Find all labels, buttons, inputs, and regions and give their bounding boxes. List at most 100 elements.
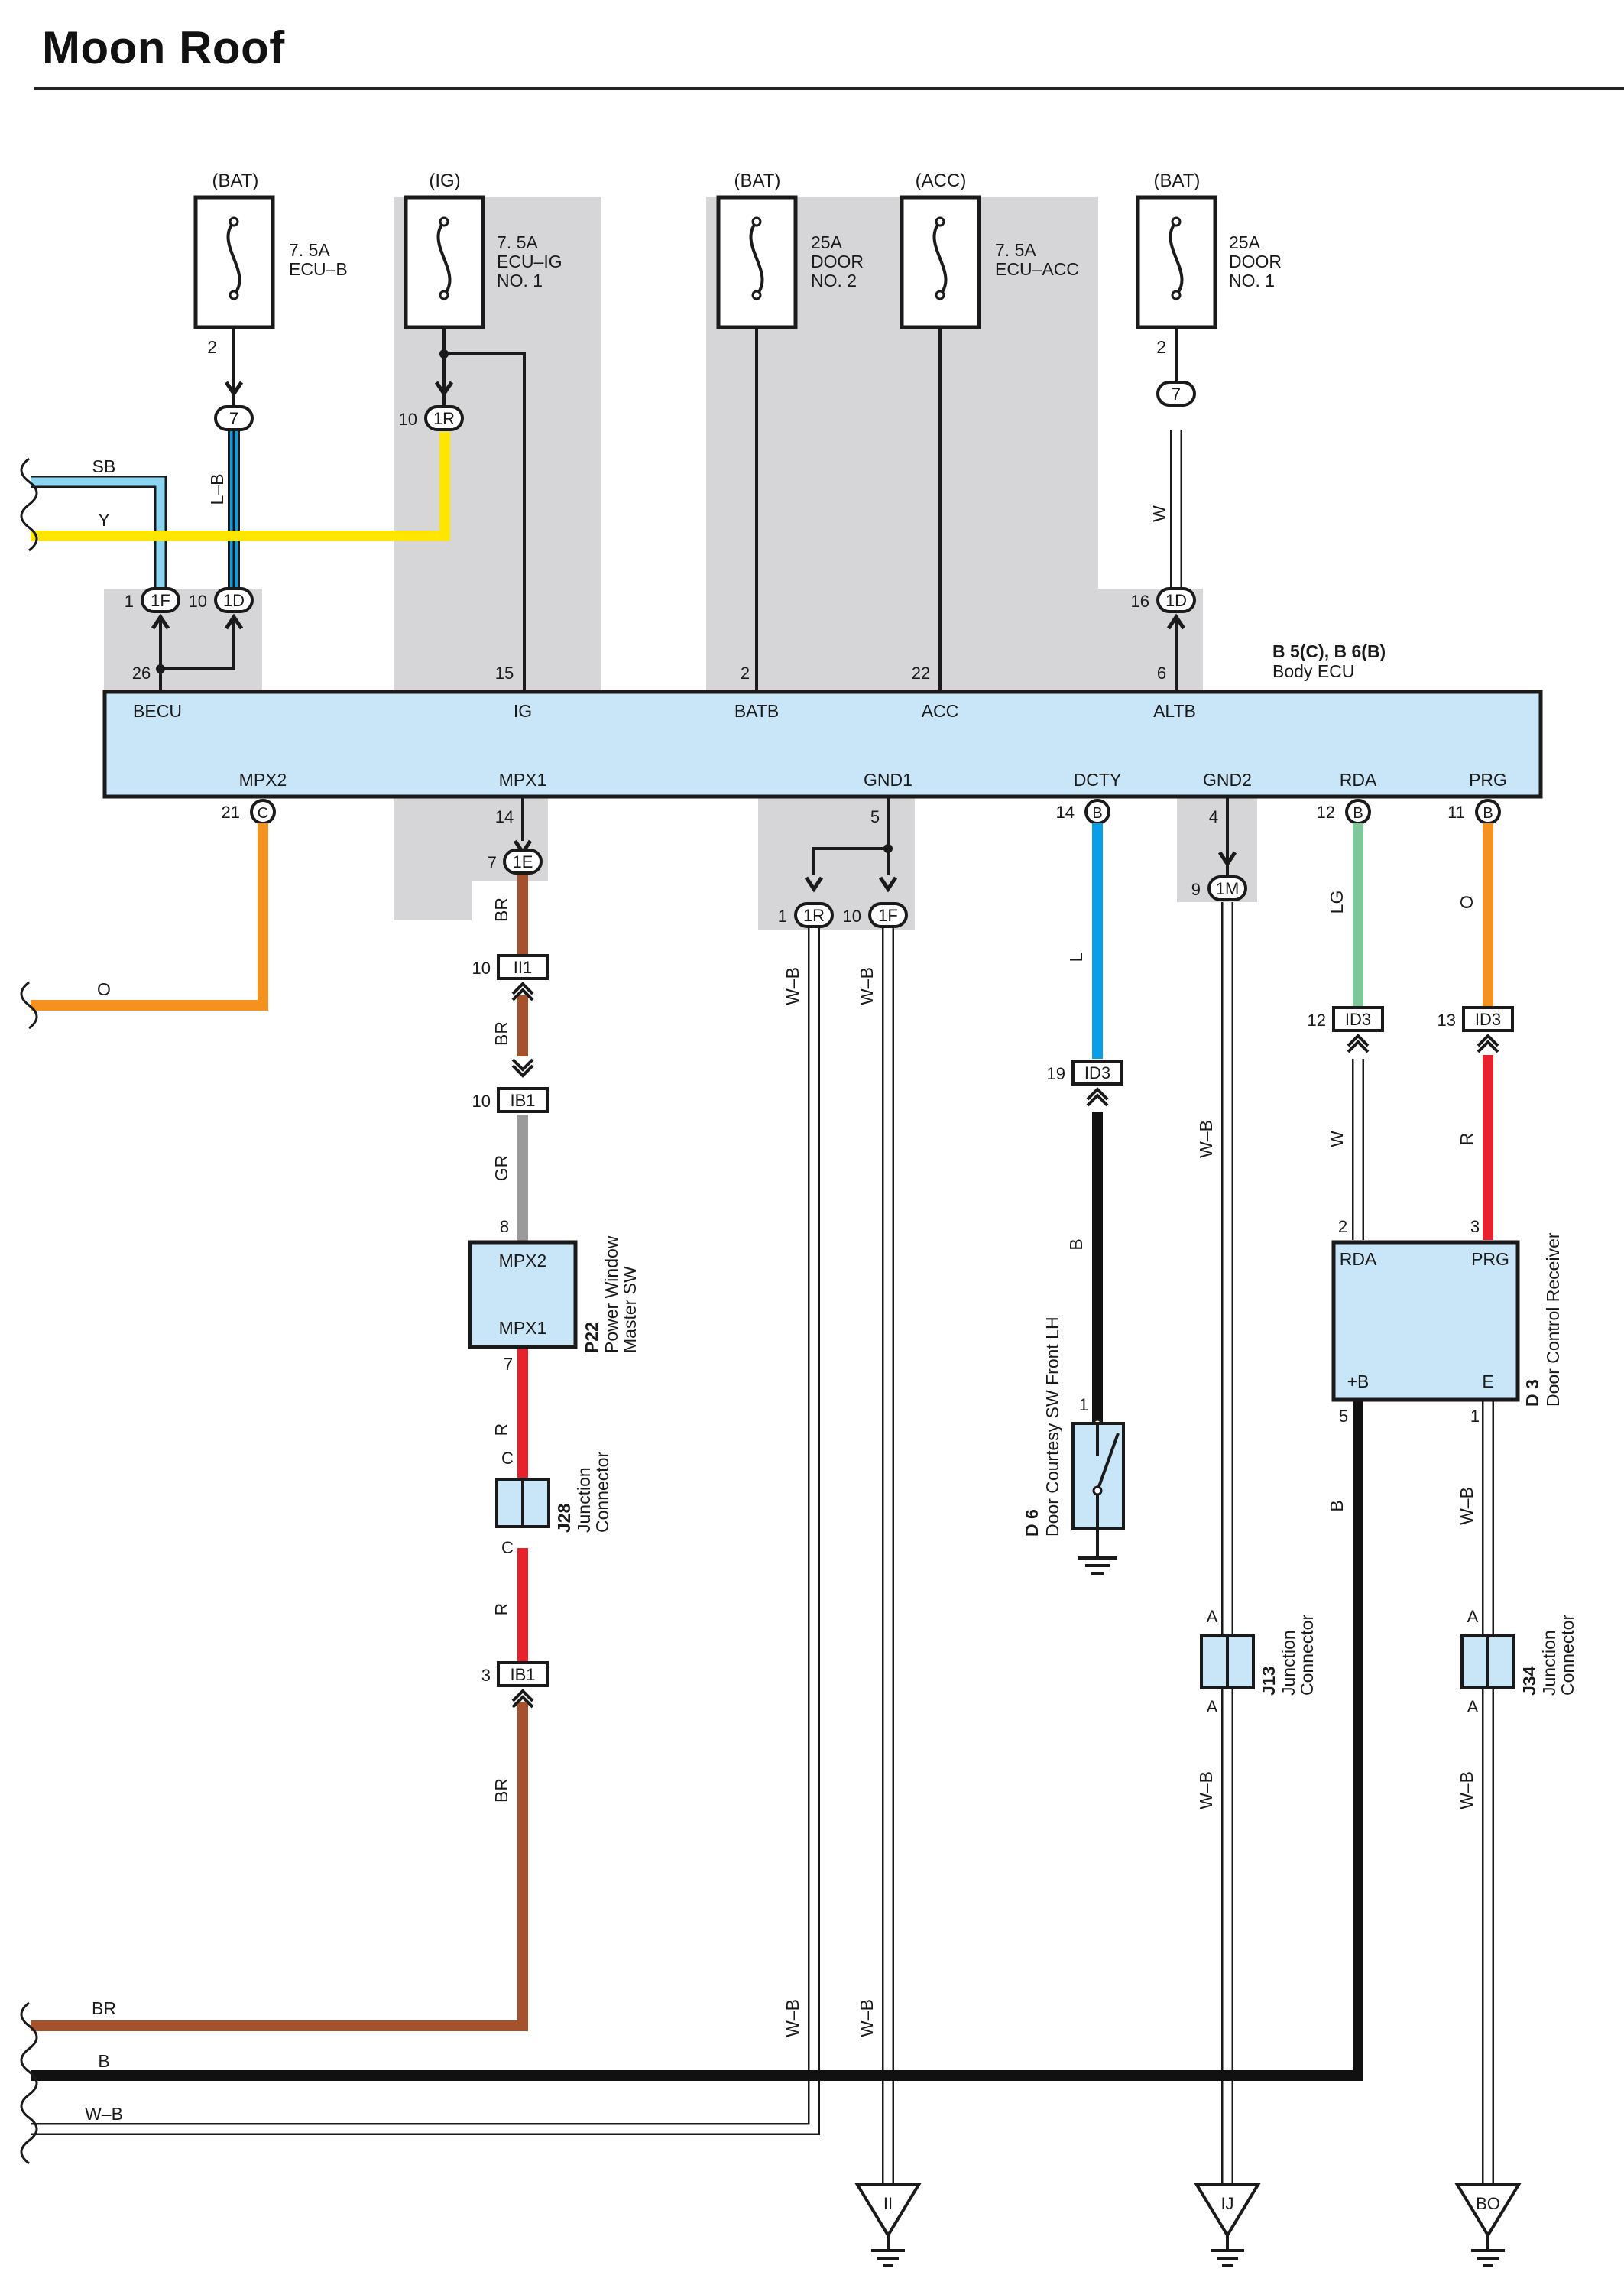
svg-text:7: 7 (1172, 385, 1181, 404)
svg-text:D 3: D 3 (1522, 1379, 1542, 1407)
shaded-zones (104, 197, 1257, 930)
svg-text:1: 1 (1079, 1395, 1088, 1414)
svg-text:10: 10 (189, 592, 207, 611)
svg-text:BO: BO (1476, 2194, 1500, 2213)
svg-text:1F: 1F (878, 906, 898, 925)
svg-text:21: 21 (222, 803, 240, 822)
svg-text:GR: GR (491, 1155, 511, 1182)
svg-text:SB: SB (92, 456, 116, 476)
fuse-door-no1: (BAT) 25A DOOR NO. 1 2 (1136, 170, 1282, 357)
ground-ii: II (854, 2183, 922, 2267)
lower-wires: O BR BR GR R R BR W–B W–B W–B W–B L (20, 797, 1494, 2186)
svg-text:W: W (1327, 1131, 1347, 1147)
svg-text:10: 10 (399, 410, 417, 429)
svg-text:(ACC): (ACC) (916, 170, 967, 191)
svg-text:12: 12 (1317, 803, 1335, 822)
svg-text:26: 26 (132, 664, 151, 683)
svg-text:10: 10 (472, 1092, 491, 1111)
svg-text:12: 12 (1308, 1011, 1326, 1030)
connector-1m: 1M 9 (1191, 851, 1247, 901)
svg-text:19: 19 (1047, 1064, 1065, 1083)
connector-7-b: 7 (1156, 381, 1196, 407)
svg-text:Y: Y (98, 510, 109, 530)
svg-text:MPX2: MPX2 (499, 1251, 547, 1271)
svg-text:25A: 25A (1229, 232, 1261, 252)
svg-text:1D: 1D (1165, 591, 1187, 610)
svg-text:BR: BR (491, 1021, 511, 1046)
connector-ii1: II1 10 (472, 954, 549, 1001)
svg-text:NO. 2: NO. 2 (811, 271, 857, 290)
svg-text:16: 16 (1131, 592, 1149, 611)
svg-text:II: II (883, 2194, 893, 2213)
svg-text:LG: LG (1327, 891, 1347, 914)
svg-text:ECU–ACC: ECU–ACC (995, 259, 1079, 279)
svg-text:NO. 1: NO. 1 (1229, 271, 1275, 290)
svg-text:14: 14 (495, 807, 514, 826)
ground-bo: BO (1454, 2183, 1522, 2267)
svg-text:Power Window: Power Window (601, 1235, 621, 1353)
svg-text:W–B: W–B (783, 1999, 802, 2037)
connector-id3-b: ID3 12 (1308, 1006, 1384, 1053)
connector-id3-c: ID3 13 (1438, 1006, 1514, 1053)
connector-ib1-b: IB1 3 (481, 1661, 549, 1709)
svg-text:1: 1 (1470, 1407, 1480, 1426)
svg-text:22: 22 (912, 664, 930, 683)
svg-text:(BAT): (BAT) (212, 170, 259, 191)
svg-text:B 5(C), B 6(B): B 5(C), B 6(B) (1272, 641, 1386, 661)
svg-text:4: 4 (1209, 807, 1218, 826)
svg-text:BECU: BECU (133, 701, 182, 721)
j28-junction-connector: C C J28 Junction Connector (495, 1449, 612, 1557)
svg-text:W: W (1149, 505, 1169, 522)
svg-text:ID3: ID3 (1084, 1063, 1110, 1082)
connector-1r-top: 1R 10 (399, 381, 464, 431)
svg-text:1: 1 (778, 907, 787, 926)
svg-text:J13: J13 (1259, 1667, 1279, 1696)
svg-text:GND2: GND2 (1203, 770, 1252, 790)
upper-wires: L–B SB Y W (20, 327, 1182, 692)
svg-text:7: 7 (488, 853, 497, 872)
svg-text:ID3: ID3 (1475, 1010, 1501, 1029)
svg-text:9: 9 (1191, 880, 1201, 899)
svg-text:(BAT): (BAT) (734, 170, 781, 191)
svg-text:C: C (258, 805, 268, 822)
svg-text:GND1: GND1 (864, 770, 912, 790)
svg-text:1E: 1E (513, 852, 533, 871)
svg-text:1M: 1M (1216, 879, 1240, 898)
svg-text:Door Control Receiver: Door Control Receiver (1543, 1232, 1563, 1407)
svg-text:5: 5 (870, 807, 880, 826)
svg-text:IJ: IJ (1220, 2194, 1233, 2213)
svg-text:DOOR: DOOR (1229, 252, 1282, 271)
p22-power-window-master-sw: 8 MPX2 MPX1 7 P22 Power Window Master SW (468, 1217, 640, 1374)
svg-text:RDA: RDA (1340, 1249, 1377, 1269)
svg-text:1D: 1D (223, 591, 245, 610)
svg-text:DCTY: DCTY (1074, 770, 1122, 790)
svg-text:J34: J34 (1519, 1666, 1539, 1696)
svg-text:A: A (1207, 1607, 1218, 1626)
svg-text:RDA: RDA (1340, 770, 1377, 790)
svg-text:L–B: L–B (207, 474, 227, 505)
svg-text:IB1: IB1 (510, 1665, 535, 1684)
svg-text:Junction: Junction (1539, 1630, 1559, 1696)
svg-text:3: 3 (481, 1666, 491, 1685)
svg-text:W–B: W–B (1196, 1120, 1216, 1158)
svg-text:PRG: PRG (1469, 770, 1507, 790)
svg-text:Door Courtesy SW Front LH: Door Courtesy SW Front LH (1042, 1316, 1062, 1537)
svg-text:R: R (491, 1603, 511, 1616)
svg-text:3: 3 (1470, 1217, 1480, 1236)
svg-text:PRG: PRG (1471, 1249, 1509, 1269)
svg-text:1F: 1F (151, 591, 170, 610)
svg-text:Junction: Junction (574, 1467, 594, 1533)
svg-text:R: R (491, 1423, 511, 1436)
ground-ij: IJ (1194, 2183, 1261, 2267)
svg-text:7: 7 (504, 1355, 513, 1374)
svg-text:B: B (1092, 805, 1102, 822)
svg-text:15: 15 (495, 664, 514, 683)
connector-ib1-a: IB1 10 (472, 1058, 549, 1113)
svg-text:J28: J28 (554, 1503, 574, 1533)
svg-text:W–B: W–B (1457, 1771, 1477, 1809)
svg-text:ECU–B: ECU–B (289, 259, 348, 279)
svg-text:ID3: ID3 (1345, 1010, 1371, 1029)
svg-text:ACC: ACC (922, 701, 959, 721)
d6-door-courtesy-switch: 1 D 6 Door Courtesy SW Front LH (1022, 1316, 1125, 1575)
svg-text:IG: IG (514, 701, 532, 721)
